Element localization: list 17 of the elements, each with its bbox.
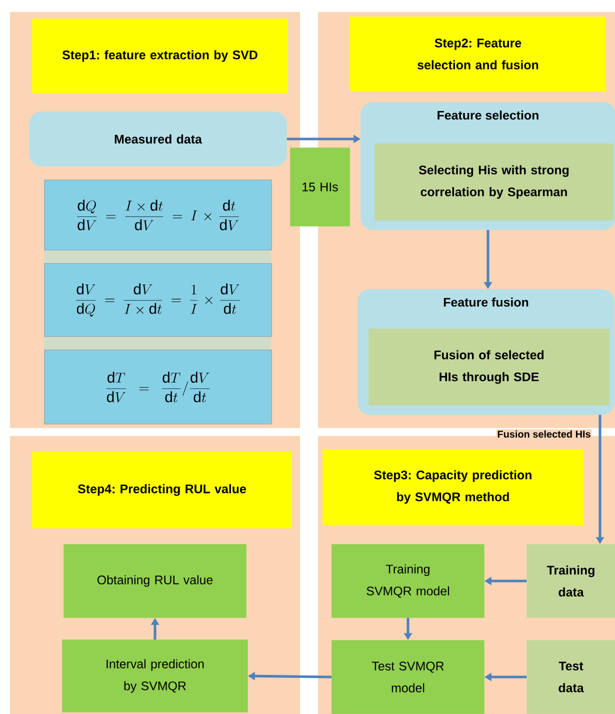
process-box: Fusion of selected HIs through SDE <box>368 328 610 406</box>
formula-box: $\frac{\mathrm{d}T}{\mathrm{d}V}=\frac{\mathrm{d}T}{\mathrm{d}t}/\frac{\mathrm{d}V}{\mathrm{d}t}$ <box>44 350 272 424</box>
process-box: Selecting His with strong correlation by Spearman <box>374 144 614 220</box>
formula-box: $\frac{\mathrm{d}V}{\mathrm{d}Q}=\frac{\mathrm{d}V}{I\times\mathrm{d}t}=\frac{1}{I}\times\frac{\mathrm{d}V}{\mathrm{d}t}$ <box>44 263 272 337</box>
heading-box: Step2: Feature selection and fusion <box>350 16 606 92</box>
formula-box: $\frac{\mathrm{d}Q}{\mathrm{d}V}=\frac{I\times\mathrm{d}t}{\mathrm{d}V}=I\times\frac{\mathrm{d}t}{\mathrm{d}V}$ <box>44 180 272 250</box>
data-box: Test data <box>526 640 615 714</box>
count-box: 15 HIs <box>290 148 350 226</box>
data-box: Training data <box>526 544 615 618</box>
process-box: Measured data <box>29 112 287 166</box>
heading-box: Step1: feature extraction by SVD <box>32 18 288 94</box>
process-box: Interval prediction by SVMQR <box>62 640 248 712</box>
process-box: Training SVMQR model <box>332 544 484 618</box>
process-box: Test SVMQR model <box>332 640 484 714</box>
heading-box: Step3: Capacity prediction by SVMQR method <box>322 449 584 525</box>
process-box: Obtaining RUL value <box>64 544 246 618</box>
heading-box: Step4: Predicting RUL value <box>32 452 292 528</box>
